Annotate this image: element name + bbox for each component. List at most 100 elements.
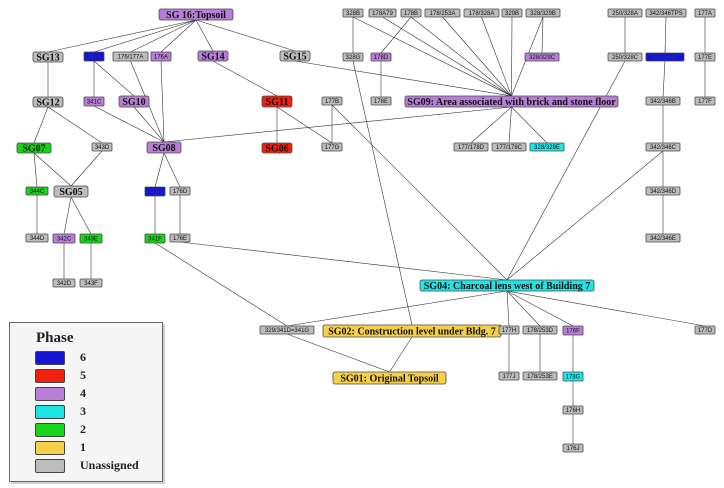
node-n176a[interactable]: 176A (150, 51, 172, 62)
node-box (370, 52, 392, 62)
node-n178_253e[interactable]: 178/253E (522, 371, 558, 381)
node-label: 328/329B (530, 11, 556, 17)
node-label: 329B (505, 11, 519, 17)
node-box (32, 51, 64, 63)
node-label: SG01: Original Topsoil (340, 374, 439, 385)
node-n177j[interactable]: 177J (498, 371, 520, 381)
node-n328_329b[interactable]: 328/329B (525, 8, 561, 18)
node-n176_177a[interactable]: 176/177A (112, 51, 149, 62)
node-n178_253d[interactable]: 178/253D (522, 325, 558, 335)
node-sg08[interactable]: SG08 (146, 141, 182, 154)
node-n176d[interactable]: 176D (169, 186, 191, 196)
node-sg11[interactable]: SG11 (261, 95, 293, 108)
node-n177d[interactable]: 177D (694, 325, 716, 335)
node-sg01[interactable]: SG01: Original Topsoil (332, 371, 447, 385)
node-label: 344C (30, 189, 45, 195)
node-label: 177H (502, 328, 516, 334)
node-label: 177D (698, 328, 713, 334)
node-n342_346tps[interactable]: 342/346TPS (645, 8, 687, 18)
node-sg07[interactable]: SG07 (16, 142, 52, 155)
node-label: 343D (95, 145, 110, 151)
node-n343e[interactable]: 343E (79, 233, 103, 244)
node-n178_253a[interactable]: 178/253A (424, 8, 461, 18)
node-sg04[interactable]: SG04: Charcoal lens west of Building 7 (419, 279, 595, 292)
node-box (645, 142, 681, 152)
node-box (342, 8, 364, 18)
node-n329_341d[interactable]: 329/341D=341G (259, 325, 315, 335)
node-n177_178c[interactable]: 177/178C (491, 142, 527, 152)
node-n344d[interactable]: 344D (25, 233, 49, 243)
node-sg13[interactable]: SG13 (32, 51, 64, 64)
node-n178d[interactable]: 178D (370, 52, 392, 62)
node-n343f[interactable]: 343F (79, 278, 103, 288)
legend-swatch-3 (35, 405, 65, 419)
node-n178e[interactable]: 178E (370, 96, 392, 106)
node-n177h[interactable]: 177H (498, 325, 520, 335)
node-n178a79[interactable]: 178A79 (368, 8, 397, 18)
node-n342_346b[interactable]: 342/346B (645, 96, 681, 106)
node-sg12[interactable]: SG12 (32, 96, 64, 109)
node-n341c[interactable]: 341C (83, 96, 105, 107)
node-sg14[interactable]: SG14 (197, 50, 229, 63)
node-n250_328a[interactable]: 250/328A (607, 8, 643, 18)
node-n344c[interactable]: 344C (25, 186, 49, 196)
node-n178b[interactable]: 178B (400, 8, 422, 18)
node-n176f[interactable]: 176F (562, 325, 584, 336)
node-label: SG06 (265, 144, 288, 155)
node-box (332, 371, 447, 385)
node-sg15[interactable]: SG15 (279, 50, 311, 63)
node-sg10[interactable]: SG10 (118, 95, 150, 108)
node-n342_346c[interactable]: 342/346C (645, 142, 681, 152)
node-sg02[interactable]: SG02: Construction level under Bldg. 7 (322, 324, 502, 338)
edge-sg16-to-sg15 (195, 19, 296, 52)
node-n328b[interactable]: 328B (342, 8, 364, 18)
node-box (368, 8, 397, 18)
legend-swatch-6 (35, 351, 65, 365)
node-n343d[interactable]: 343D (91, 142, 113, 152)
node-box (144, 186, 166, 197)
node-box (694, 8, 716, 18)
node-box (259, 325, 315, 335)
node-n177g[interactable]: 177G (321, 142, 343, 152)
node-n177a[interactable]: 177A (694, 8, 716, 18)
node-sg09[interactable]: SG09: Area associated with brick and sto… (404, 95, 619, 108)
node-n328g[interactable]: 328G (342, 52, 364, 62)
node-n341b[interactable]: 341B (144, 186, 166, 197)
diagram-edges (33, 16, 706, 444)
node-n342_346e[interactable]: 342/346E (645, 233, 681, 243)
node-label: 341B (148, 190, 162, 196)
node-sg06[interactable]: SG06 (261, 142, 293, 155)
node-box (645, 96, 681, 106)
node-sg16[interactable]: SG 16:Topsoil (158, 8, 234, 21)
node-n341f[interactable]: 341F (144, 233, 166, 244)
node-n177e[interactable]: 177E (694, 52, 716, 62)
node-n176e[interactable]: 176E (169, 233, 191, 243)
node-box (419, 279, 595, 292)
node-label: 178D (374, 55, 389, 61)
node-box (645, 233, 681, 243)
node-n176j[interactable]: 176J (562, 443, 584, 453)
node-n177b[interactable]: 177B (321, 96, 343, 106)
node-n342_346d[interactable]: 342/346D (645, 186, 681, 196)
edge-sg15-to-sg09 (294, 60, 512, 97)
node-n342d[interactable]: 342D (52, 278, 76, 288)
node-n177_178d[interactable]: 177/178D (453, 142, 489, 152)
node-n342c[interactable]: 342C (52, 233, 76, 244)
node-n178g[interactable]: 178G (562, 371, 584, 382)
node-box (645, 52, 685, 62)
node-n178_328a[interactable]: 178/328A (463, 8, 500, 18)
node-n328_329e[interactable]: 328/329E (529, 142, 565, 152)
node-n329b[interactable]: 329B (501, 8, 523, 18)
node-n328_329c[interactable]: 328/329C (524, 52, 560, 62)
node-label: SG13 (36, 53, 59, 64)
node-n341a[interactable]: 341A (83, 51, 105, 62)
node-box (321, 96, 343, 106)
edge-n329b-to-sg09 (511, 16, 513, 97)
node-sg05[interactable]: SG05 (53, 185, 89, 198)
node-n177f[interactable]: 177F (694, 96, 716, 106)
node-label: 342/346E (650, 236, 676, 242)
node-n176h[interactable]: 176H (562, 405, 584, 415)
node-n250_328c[interactable]: 250/328C (607, 52, 643, 62)
node-n342_346a[interactable]: 342/346A (645, 52, 685, 62)
